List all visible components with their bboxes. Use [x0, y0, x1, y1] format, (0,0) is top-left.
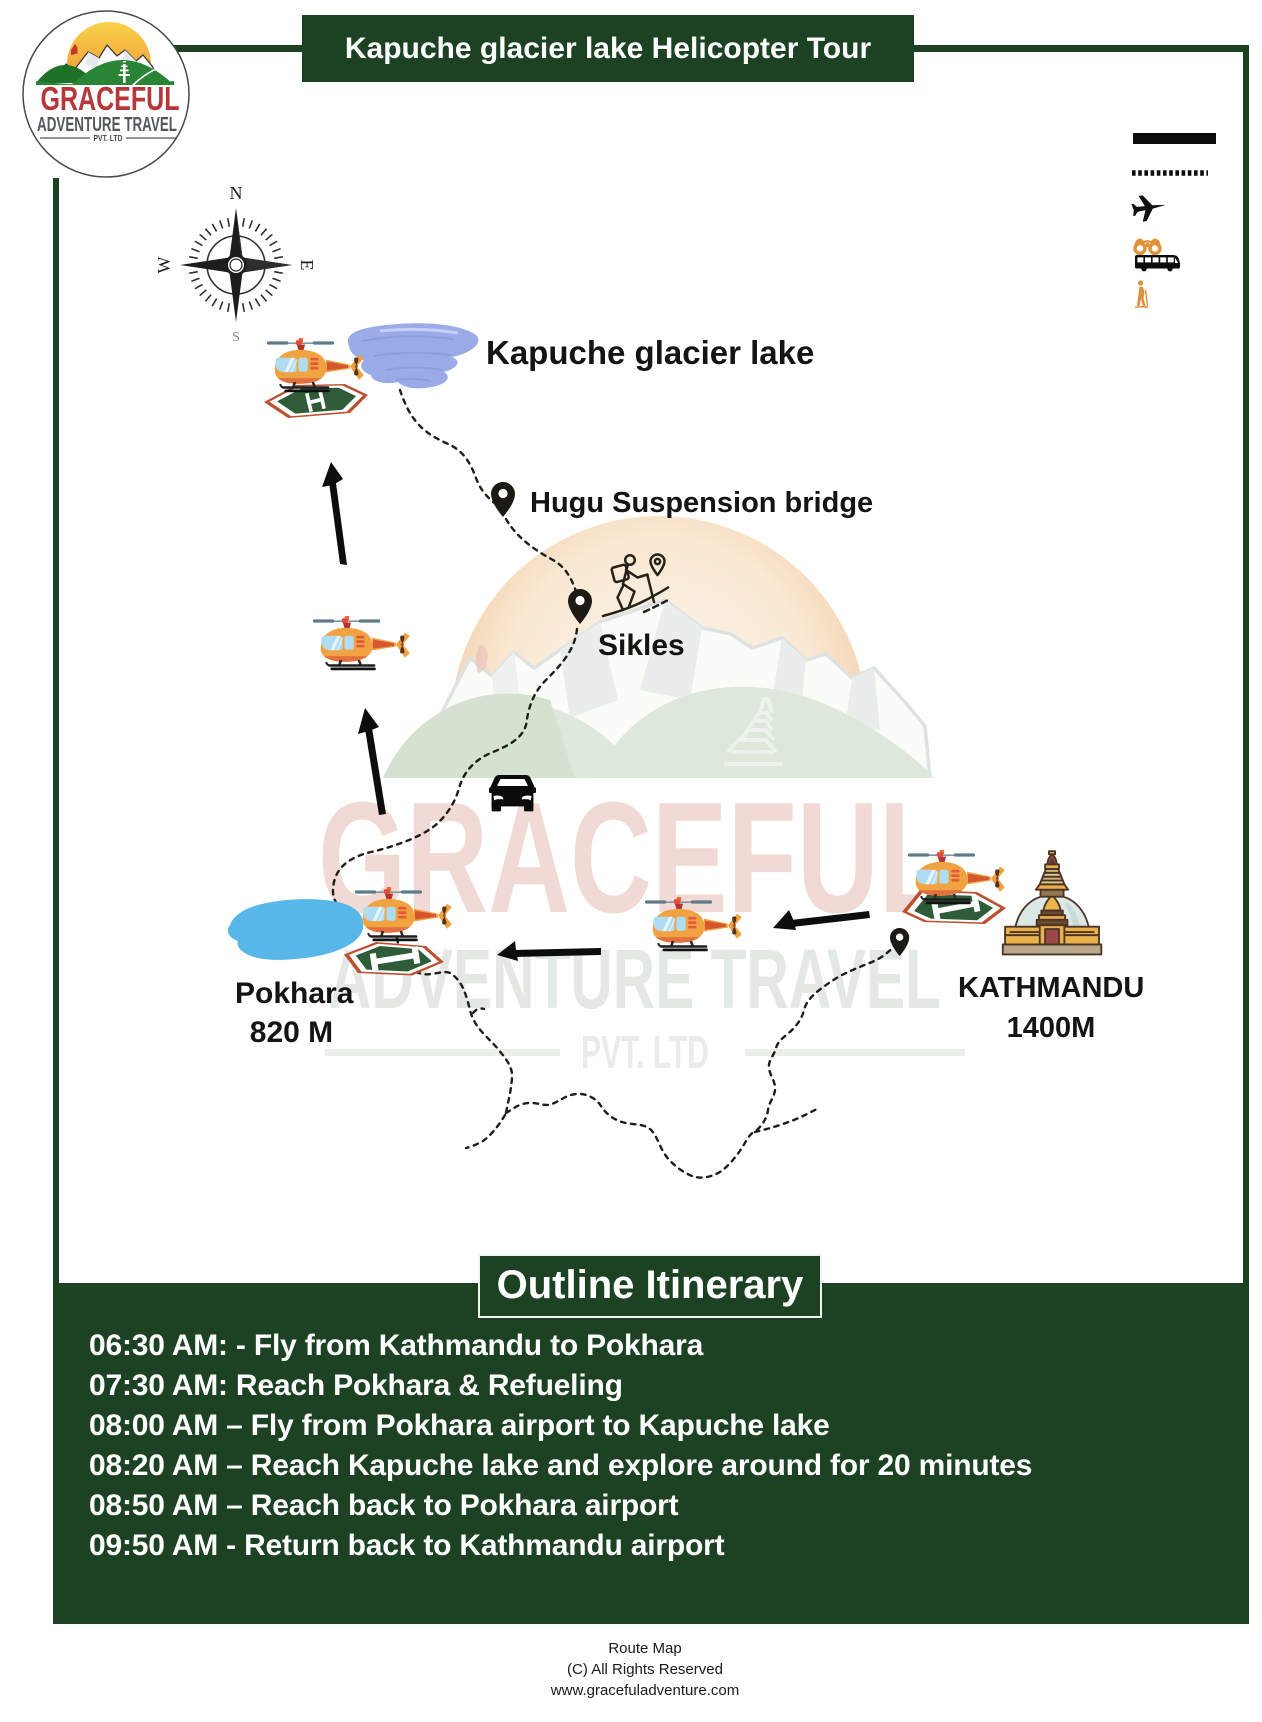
svg-text:S: S [232, 330, 240, 345]
svg-text:N: N [230, 183, 243, 203]
svg-text:W: W [154, 257, 174, 274]
svg-text:PVT. LTD: PVT. LTD [94, 133, 123, 143]
svg-text:GRACEFUL: GRACEFUL [41, 80, 180, 117]
svg-text:E: E [297, 260, 317, 271]
svg-text:ADVENTURE TRAVEL: ADVENTURE TRAVEL [37, 114, 177, 136]
svg-text:PVT. LTD: PVT. LTD [581, 1026, 709, 1078]
svg-text:ADVENTURE TRAVEL: ADVENTURE TRAVEL [329, 932, 941, 1026]
